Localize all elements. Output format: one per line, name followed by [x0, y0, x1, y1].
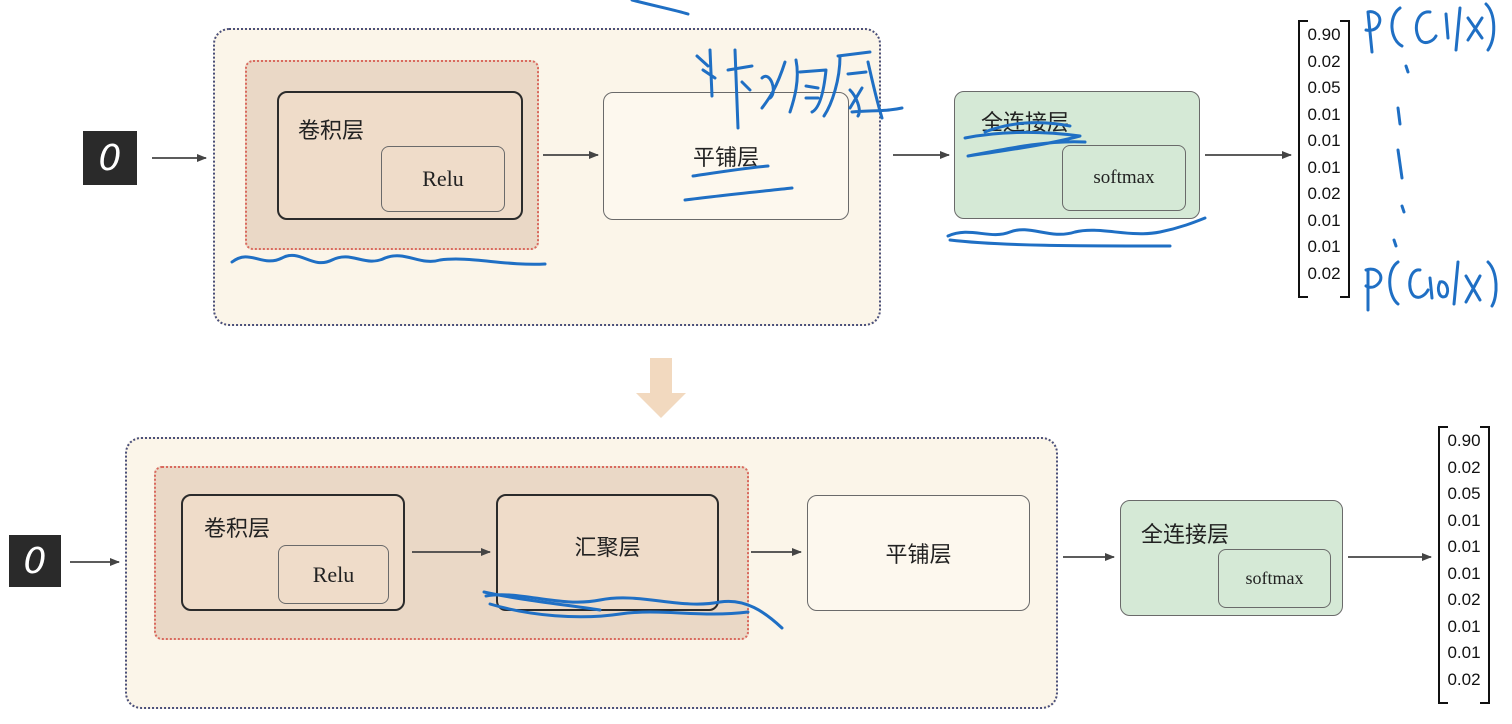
top-conv-label: 卷积层	[298, 119, 365, 144]
bottom-conv-label: 卷积层	[204, 517, 271, 542]
vector-value: 0.02	[1447, 590, 1481, 609]
bottom-input-digit-image: 0	[9, 535, 61, 587]
vector-value: 0.05	[1307, 78, 1341, 97]
vector-value: 0.01	[1447, 537, 1481, 556]
top-softmax-box: softmax	[1062, 145, 1186, 211]
bottom-input-digit: 0	[23, 540, 47, 582]
top-input-digit: 0	[98, 137, 122, 179]
vector-value: 0.02	[1447, 457, 1481, 477]
bottom-flatten-label: 平铺层	[885, 543, 952, 568]
bottom-pool-layer: 汇聚层	[496, 494, 719, 611]
bottom-fc-label: 全连接层	[1141, 523, 1230, 548]
vector-value: 0.01	[1307, 104, 1341, 124]
top-relu-label: Relu	[422, 166, 464, 191]
vector-value: 0.02	[1307, 51, 1341, 71]
bottom-softmax-box: softmax	[1218, 549, 1331, 608]
bottom-conv-layer: 卷积层 Relu	[181, 494, 405, 611]
bottom-relu-label: Relu	[312, 561, 355, 587]
top-input-digit-image: 0	[83, 131, 137, 185]
top-relu-box: Relu	[381, 146, 505, 212]
bottom-fc-layer: 全连接层 softmax	[1120, 500, 1343, 616]
vector-value: 0.02	[1307, 184, 1341, 203]
bottom-softmax-label: softmax	[1245, 568, 1304, 588]
vector-value: 0.01	[1307, 237, 1341, 256]
top-output-vector: 0.90 0.02 0.05 0.01 0.01 0.01 0.02 0.01 …	[1298, 20, 1350, 298]
vector-value: 0.01	[1447, 510, 1481, 530]
vector-value: 0.01	[1307, 157, 1341, 177]
vector-value: 0.90	[1447, 431, 1481, 450]
top-flatten-layer: 平铺层	[603, 92, 849, 220]
vector-value: 0.01	[1447, 616, 1481, 636]
top-conv-layer: 卷积层 Relu	[277, 91, 523, 220]
top-fc-layer: 全连接层 softmax	[954, 91, 1200, 219]
vector-value: 0.01	[1447, 643, 1481, 662]
vector-value: 0.05	[1447, 484, 1481, 503]
top-fc-label: 全连接层	[981, 111, 1070, 136]
top-flatten-label: 平铺层	[692, 146, 759, 171]
bottom-pool-label: 汇聚层	[574, 535, 641, 561]
vector-value: 0.01	[1447, 563, 1481, 583]
vector-value: 0.01	[1307, 131, 1341, 150]
top-softmax-label: softmax	[1093, 167, 1155, 188]
bottom-flatten-layer: 平铺层	[807, 495, 1030, 611]
vector-value: 0.02	[1447, 669, 1481, 689]
vector-value: 0.90	[1307, 25, 1341, 44]
vector-value: 0.01	[1307, 210, 1341, 230]
bottom-output-vector: 0.90 0.02 0.05 0.01 0.01 0.01 0.02 0.01 …	[1438, 426, 1490, 704]
bottom-relu-box: Relu	[278, 545, 389, 604]
vector-value: 0.02	[1307, 263, 1341, 283]
